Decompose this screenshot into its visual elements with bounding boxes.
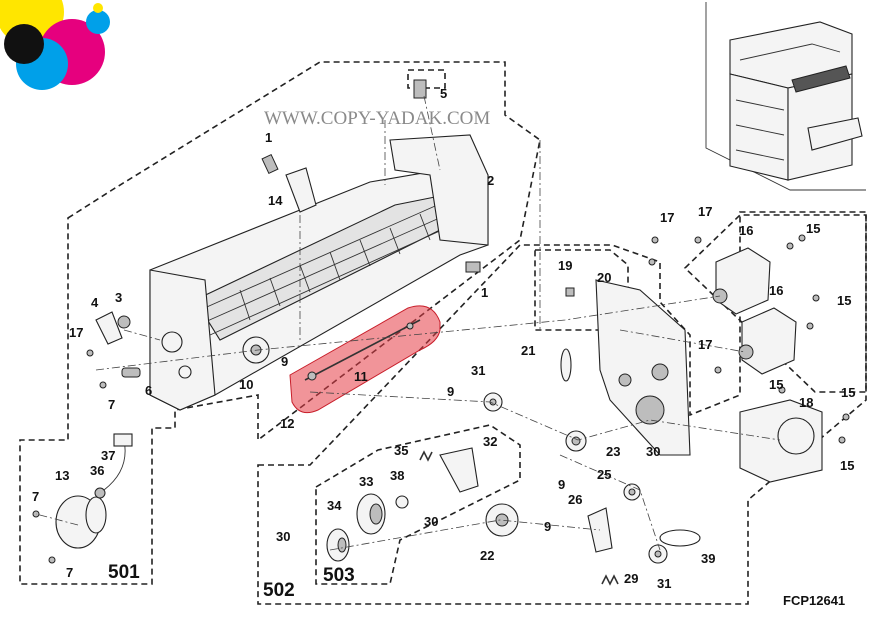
part-19-screw — [565, 287, 575, 297]
part-1-bracket-top — [261, 153, 279, 175]
callout-38: 38 — [390, 468, 404, 483]
callout-17: 17 — [698, 204, 712, 219]
group-outline-1-5 — [407, 69, 446, 89]
part-31-gear-lower — [648, 544, 668, 564]
part-14-sheet — [285, 167, 317, 213]
callout-16: 16 — [739, 223, 753, 238]
part-33-gear — [356, 493, 386, 535]
part-5-clip — [413, 79, 427, 99]
group-outline-502 — [257, 211, 867, 605]
callout-20: 20 — [597, 270, 611, 285]
callout-19: 19 — [558, 258, 572, 273]
callout-22: 22 — [480, 548, 494, 563]
callout-4: 4 — [91, 295, 99, 310]
callout-17: 17 — [69, 325, 83, 340]
part-23-gear — [565, 430, 587, 452]
callout-31: 31 — [471, 363, 485, 378]
group-outline-503 — [315, 424, 521, 585]
callout-9: 9 — [447, 384, 454, 399]
callout-11: 11 — [354, 369, 368, 384]
part-29-spring — [601, 574, 619, 586]
part-22-gear — [485, 503, 519, 537]
part-32-arm — [439, 447, 479, 493]
part-35-spring — [419, 450, 433, 462]
callout-17: 17 — [660, 210, 674, 225]
figure-code: FCP12641 — [783, 593, 845, 608]
group-outline-motors — [683, 214, 867, 393]
callout-29: 29 — [624, 571, 638, 586]
callout-7: 7 — [66, 565, 73, 580]
callout-15: 15 — [806, 221, 820, 236]
part-38-washer — [395, 495, 409, 509]
part-25-gear — [623, 483, 641, 501]
callout-17: 17 — [698, 337, 712, 352]
callout-3: 3 — [115, 290, 122, 305]
callout-21: 21 — [521, 343, 535, 358]
callout-32: 32 — [483, 434, 497, 449]
callout-33: 33 — [359, 474, 373, 489]
part-11-highlight — [289, 305, 441, 414]
logo-circle-tiny-yellow — [93, 3, 103, 13]
callout-14: 14 — [268, 193, 283, 208]
callout-5: 5 — [440, 86, 447, 101]
leader-lines — [35, 95, 781, 551]
callout-9: 9 — [544, 519, 551, 534]
callout-9: 9 — [558, 477, 565, 492]
part-6-shaft — [121, 367, 141, 378]
part-11-rod — [304, 319, 421, 381]
part-16-motor-lower — [738, 307, 797, 375]
callouts: 1 1 2 3 4 5 6 7 7 7 9 9 9 9 10 11 12 13 … — [32, 86, 855, 591]
callout-10: 10 — [239, 377, 253, 392]
callout-35: 35 — [394, 443, 408, 458]
callout-9: 9 — [281, 354, 288, 369]
part-20-side-frame — [595, 279, 691, 456]
callout-26: 26 — [568, 492, 582, 507]
part-1-bracket-right — [465, 261, 481, 273]
part-13-motor — [55, 433, 133, 549]
callout-7: 7 — [108, 397, 115, 412]
part-34-pulley — [326, 528, 350, 562]
callout-30: 30 — [424, 514, 438, 529]
callout-1: 1 — [481, 285, 488, 300]
group-outline-501 — [19, 61, 541, 585]
callout-36: 36 — [90, 463, 104, 478]
callout-13: 13 — [55, 468, 69, 483]
callout-6: 6 — [145, 383, 152, 398]
fuser-unit-frame — [149, 134, 489, 411]
machine-inset — [705, 2, 866, 191]
watermark-text: WWW.COPY-YADAK.COM — [264, 108, 490, 129]
group-label-502: 502 — [263, 580, 295, 601]
callout-23: 23 — [606, 444, 620, 459]
callout-18: 18 — [799, 395, 813, 410]
callout-15: 15 — [841, 385, 855, 400]
callout-15: 15 — [837, 293, 851, 308]
callout-25: 25 — [597, 467, 611, 482]
group-label-501: 501 — [108, 562, 140, 583]
callout-7: 7 — [32, 489, 39, 504]
part-4-plate — [95, 311, 123, 345]
callout-15: 15 — [840, 458, 854, 473]
part-18-motor-assembly — [739, 399, 823, 483]
callout-12: 12 — [280, 416, 294, 431]
callout-1: 1 — [265, 130, 272, 145]
callout-30: 30 — [646, 444, 660, 459]
logo-circle-small-cyan — [86, 10, 110, 34]
brand-logo — [0, 0, 110, 90]
callout-30: 30 — [276, 529, 290, 544]
part-21-belt — [560, 348, 572, 382]
part-3-bushing — [117, 315, 131, 329]
callout-16: 16 — [769, 283, 783, 298]
logo-circle-black — [4, 24, 44, 64]
group-label-503: 503 — [323, 565, 355, 586]
callout-2: 2 — [487, 173, 494, 188]
callout-34: 34 — [327, 498, 342, 513]
callout-15: 15 — [769, 377, 783, 392]
callout-37: 37 — [101, 448, 115, 463]
part-16-motor-upper — [712, 247, 771, 315]
part-39-belt — [659, 529, 701, 547]
callout-39: 39 — [701, 551, 715, 566]
callout-31: 31 — [657, 576, 671, 591]
